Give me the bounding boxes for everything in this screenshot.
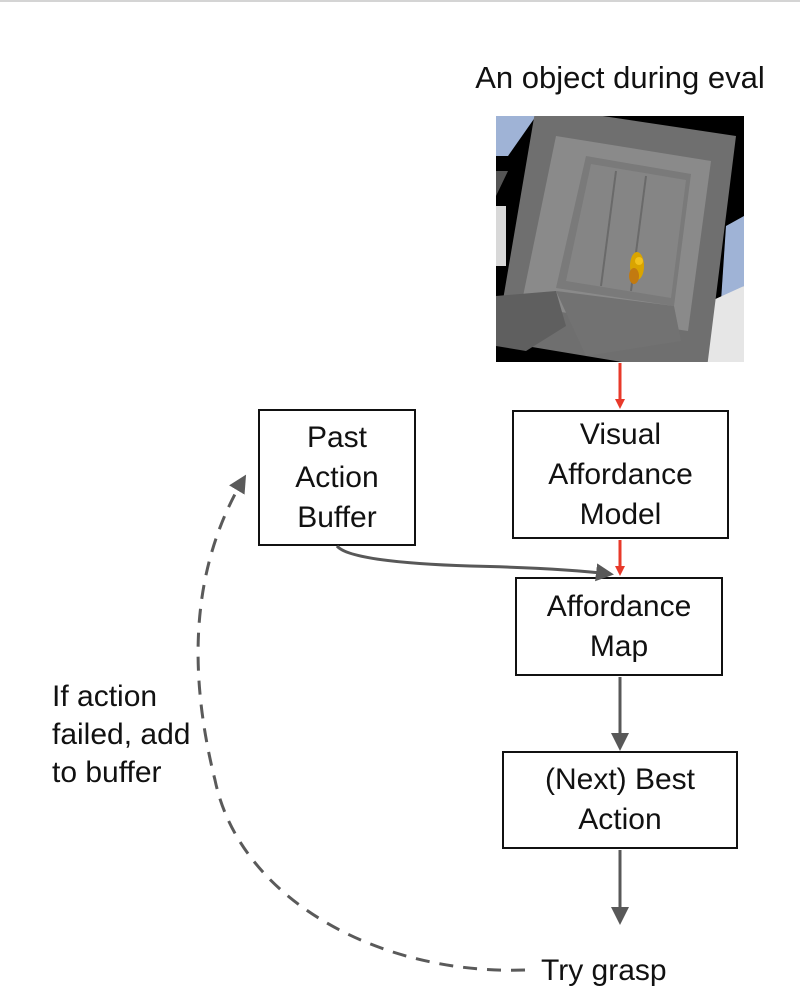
visual-affordance-model-box: Visual Affordance Model — [512, 410, 729, 539]
arrow-buffer-to-map — [335, 544, 614, 582]
visual-affordance-model-label: Visual Affordance Model — [548, 417, 693, 531]
past-action-buffer-label: Past Action Buffer — [295, 420, 379, 534]
affordance-map-label: Affordance Map — [546, 589, 692, 663]
image-caption: An object during eval — [475, 60, 765, 95]
object-photo — [496, 116, 744, 362]
arrow-feedback-loop — [196, 474, 526, 972]
top-divider — [0, 0, 800, 2]
past-action-buffer-box: Past Action Buffer — [258, 409, 416, 546]
next-best-action-label: (Next) Best Action — [544, 763, 696, 836]
feedback-label: If action failed, add to buffer — [52, 680, 191, 789]
affordance-map-box: Affordance Map — [515, 577, 723, 676]
try-grasp-label: Try grasp — [541, 954, 667, 987]
next-best-action-box: (Next) Best Action — [502, 751, 738, 849]
